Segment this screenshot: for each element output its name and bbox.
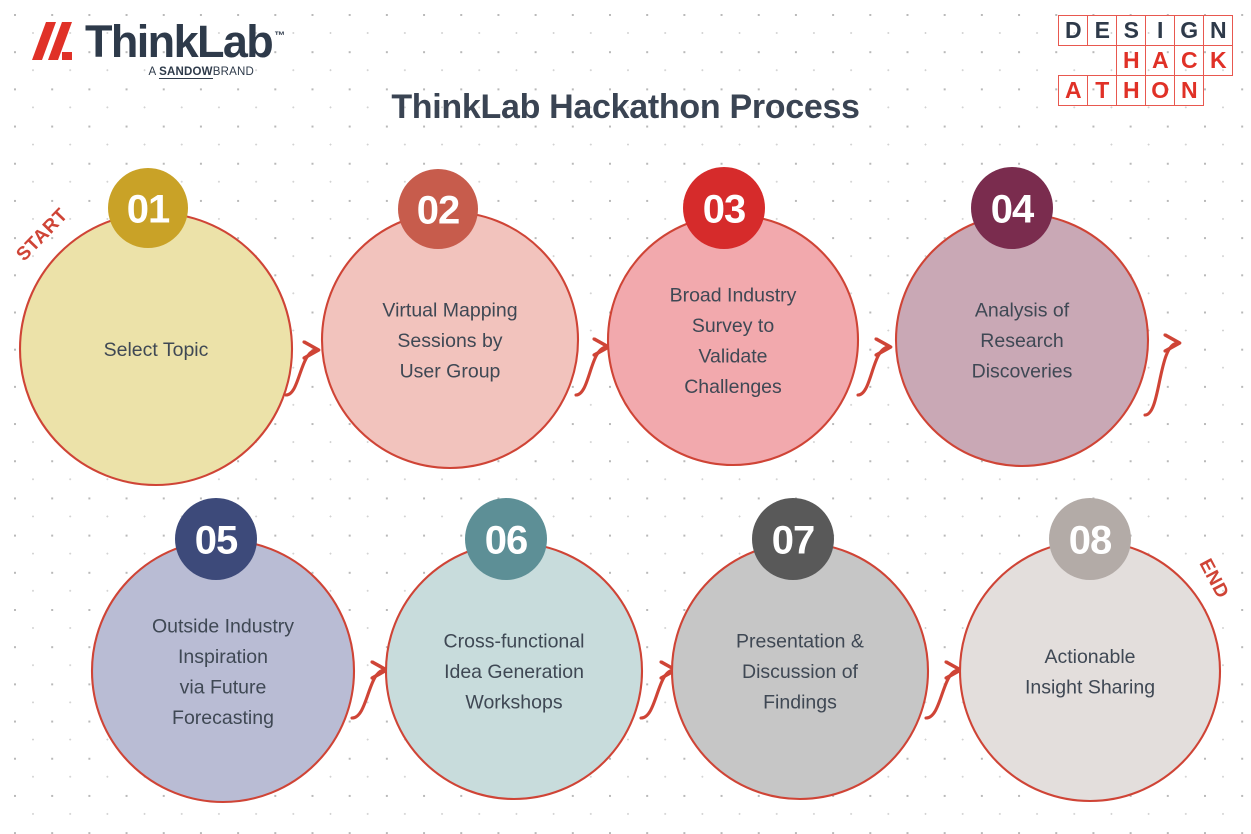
process-step-01[interactable]: Select Topic 01	[18, 168, 294, 487]
step-label-line: Discussion of	[742, 661, 859, 683]
step-label-line: Analysis of	[975, 300, 1070, 322]
step-number-text: 01	[127, 188, 170, 232]
step-label-line: Sessions by	[397, 330, 502, 352]
flow-connector-arrow	[284, 350, 317, 397]
step-label-line: Actionable	[1044, 646, 1135, 668]
thinklab-mark-icon	[32, 22, 72, 60]
step-number-badge	[752, 498, 834, 580]
step-label-line: Insight Sharing	[1025, 676, 1155, 698]
thinklab-logo: ThinkLab ™ A SANDOWBRAND	[22, 16, 285, 84]
step-label-line: Research	[980, 330, 1063, 352]
flow-connector-arrow	[639, 670, 674, 720]
step-number-text: 06	[485, 519, 528, 563]
step-label-line: via Future	[180, 676, 267, 698]
tagline-suffix: BRAND	[212, 66, 254, 78]
step-label-line: User Group	[400, 361, 501, 383]
tagline-sandow: SANDOW	[159, 66, 213, 79]
step-label-line: Idea Generation	[444, 661, 584, 683]
step-number-text: 05	[195, 519, 238, 563]
flow-connector-arrow	[574, 347, 607, 397]
step-number-badge	[683, 167, 765, 249]
step-label-line: Forecasting	[172, 707, 274, 729]
step-number-text: 04	[991, 188, 1035, 232]
step-label-line: Findings	[763, 692, 837, 714]
process-step-07[interactable]: Presentation & Discussion of Findings 07	[670, 498, 930, 801]
step-number-text: 02	[417, 189, 460, 233]
step-number-badge	[971, 167, 1053, 249]
step-label-line: Presentation &	[736, 631, 864, 653]
step-label-line: Survey to	[692, 315, 775, 337]
step-number-badge	[398, 169, 478, 249]
step-number-text: 03	[703, 188, 746, 232]
page-title: ThinkLab Hackathon Process	[391, 88, 860, 126]
step-number-badge	[465, 498, 547, 580]
step-label-line: Validate	[698, 345, 767, 367]
tagline-prefix: A	[148, 66, 160, 78]
step-label-line: Challenges	[684, 376, 782, 398]
step-label-line: Select Topic	[104, 339, 209, 361]
step-label-line: Cross-functional	[444, 631, 585, 653]
flow-connector-arrow	[924, 670, 959, 720]
thinklab-tagline: A SANDOWBRAND	[22, 66, 272, 79]
flow-connector-arrow	[350, 670, 385, 720]
trademark-symbol: ™	[274, 30, 286, 42]
step-label-line: Discoveries	[972, 361, 1073, 383]
step-label-line: Workshops	[465, 692, 562, 714]
connectors-layer	[284, 343, 1178, 720]
end-label: END	[1195, 555, 1233, 602]
flow-connector-arrow	[1143, 343, 1178, 417]
step-label-line: Inspiration	[178, 646, 268, 668]
step-label-line: Virtual Mapping	[382, 300, 517, 322]
step-label-line: Broad Industry	[670, 284, 797, 306]
step-number-badge	[108, 168, 188, 248]
thinklab-wordmark: ThinkLab	[85, 16, 274, 68]
hackathon-logo-letter: N	[1174, 75, 1204, 106]
step-label-line: Outside Industry	[152, 615, 294, 637]
step-number-text: 07	[772, 519, 815, 563]
step-number-badge	[1049, 498, 1131, 580]
flow-connector-arrow	[856, 347, 889, 397]
step-number-text: 08	[1069, 519, 1112, 563]
step-circle	[606, 213, 860, 467]
step-number-badge	[175, 498, 257, 580]
hackathon-logo-letter: K	[1203, 45, 1233, 76]
